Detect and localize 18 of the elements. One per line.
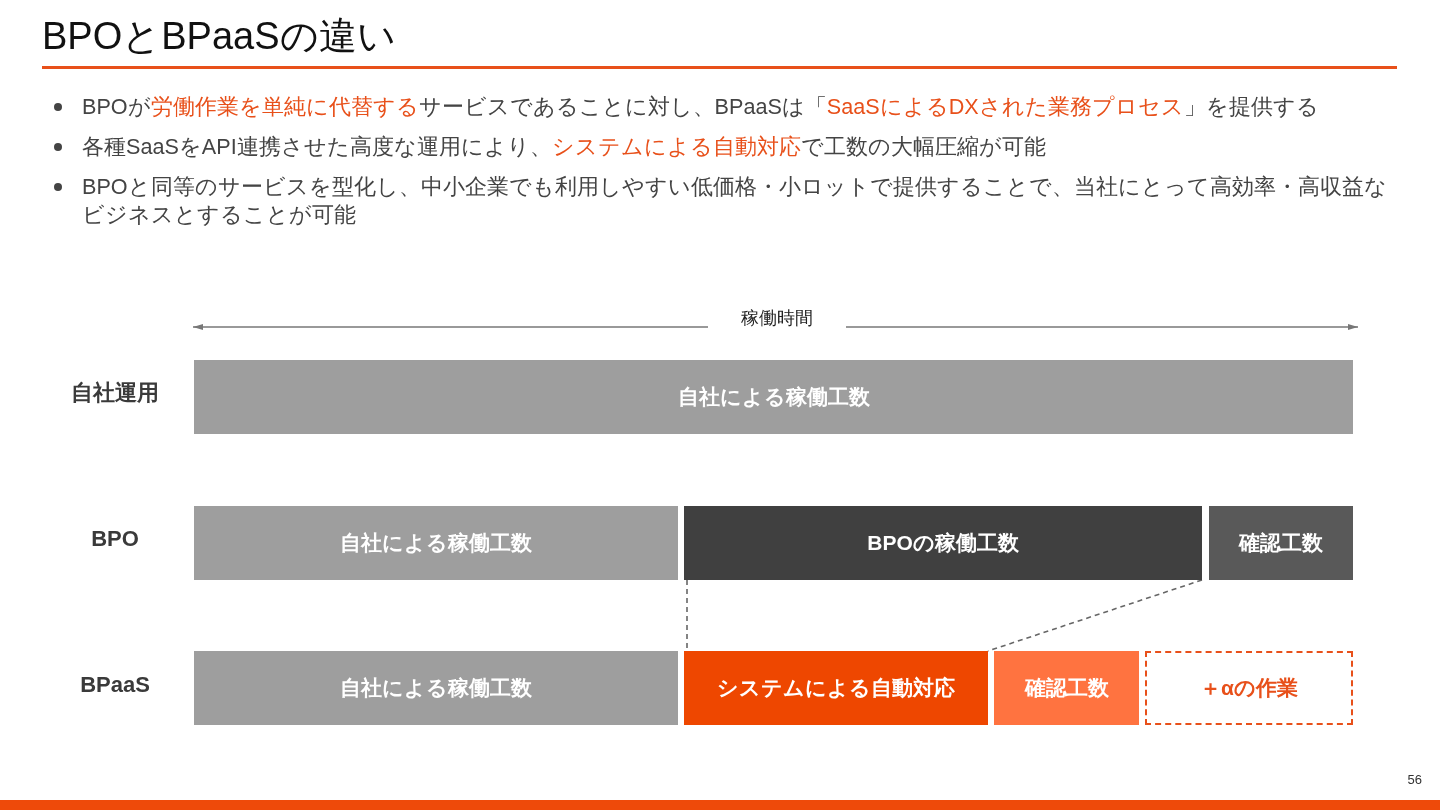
bar-segment: 自社による稼働工数 [194, 651, 678, 725]
row-label: BPaaS [79, 671, 151, 699]
axis-label: 稼働時間 [740, 307, 814, 330]
bullet-text: BPOと同等のサービスを型化し、中小企業でも利用しやすい低価格・小ロットで提供することで、当社にとって高効率・高収益なビジネスとすることが可能 [82, 173, 1388, 229]
dashed-box: ＋αの作業 [1145, 651, 1353, 725]
bullet-text: BPOが労働作業を単純に代替するサービスであることに対し、BPaaSは「SaaSによるDXされた業務プロセス」を提供する [82, 93, 1320, 121]
bar-segment: システムによる自動対応 [684, 651, 988, 725]
bar-segment: 自社による稼働工数 [194, 506, 678, 580]
bar-segment: 確認工数 [1209, 506, 1353, 580]
connector-line [987, 579, 1203, 652]
title: BPOとBPaaSの違い [42, 14, 396, 59]
bar-segment: 自社による稼働工数 [194, 360, 1353, 434]
page-number: 56 [1407, 771, 1422, 789]
row-label: 自社運用 [70, 379, 160, 407]
bullet-text: 各種SaaSをAPI連携させた高度な運用により、システムによる自動対応で工数の大幅圧縮が可能 [82, 133, 1047, 161]
row-label: BPO [90, 525, 140, 553]
bar-segment: BPOの稼働工数 [684, 506, 1202, 580]
bar-segment: 確認工数 [994, 651, 1139, 725]
